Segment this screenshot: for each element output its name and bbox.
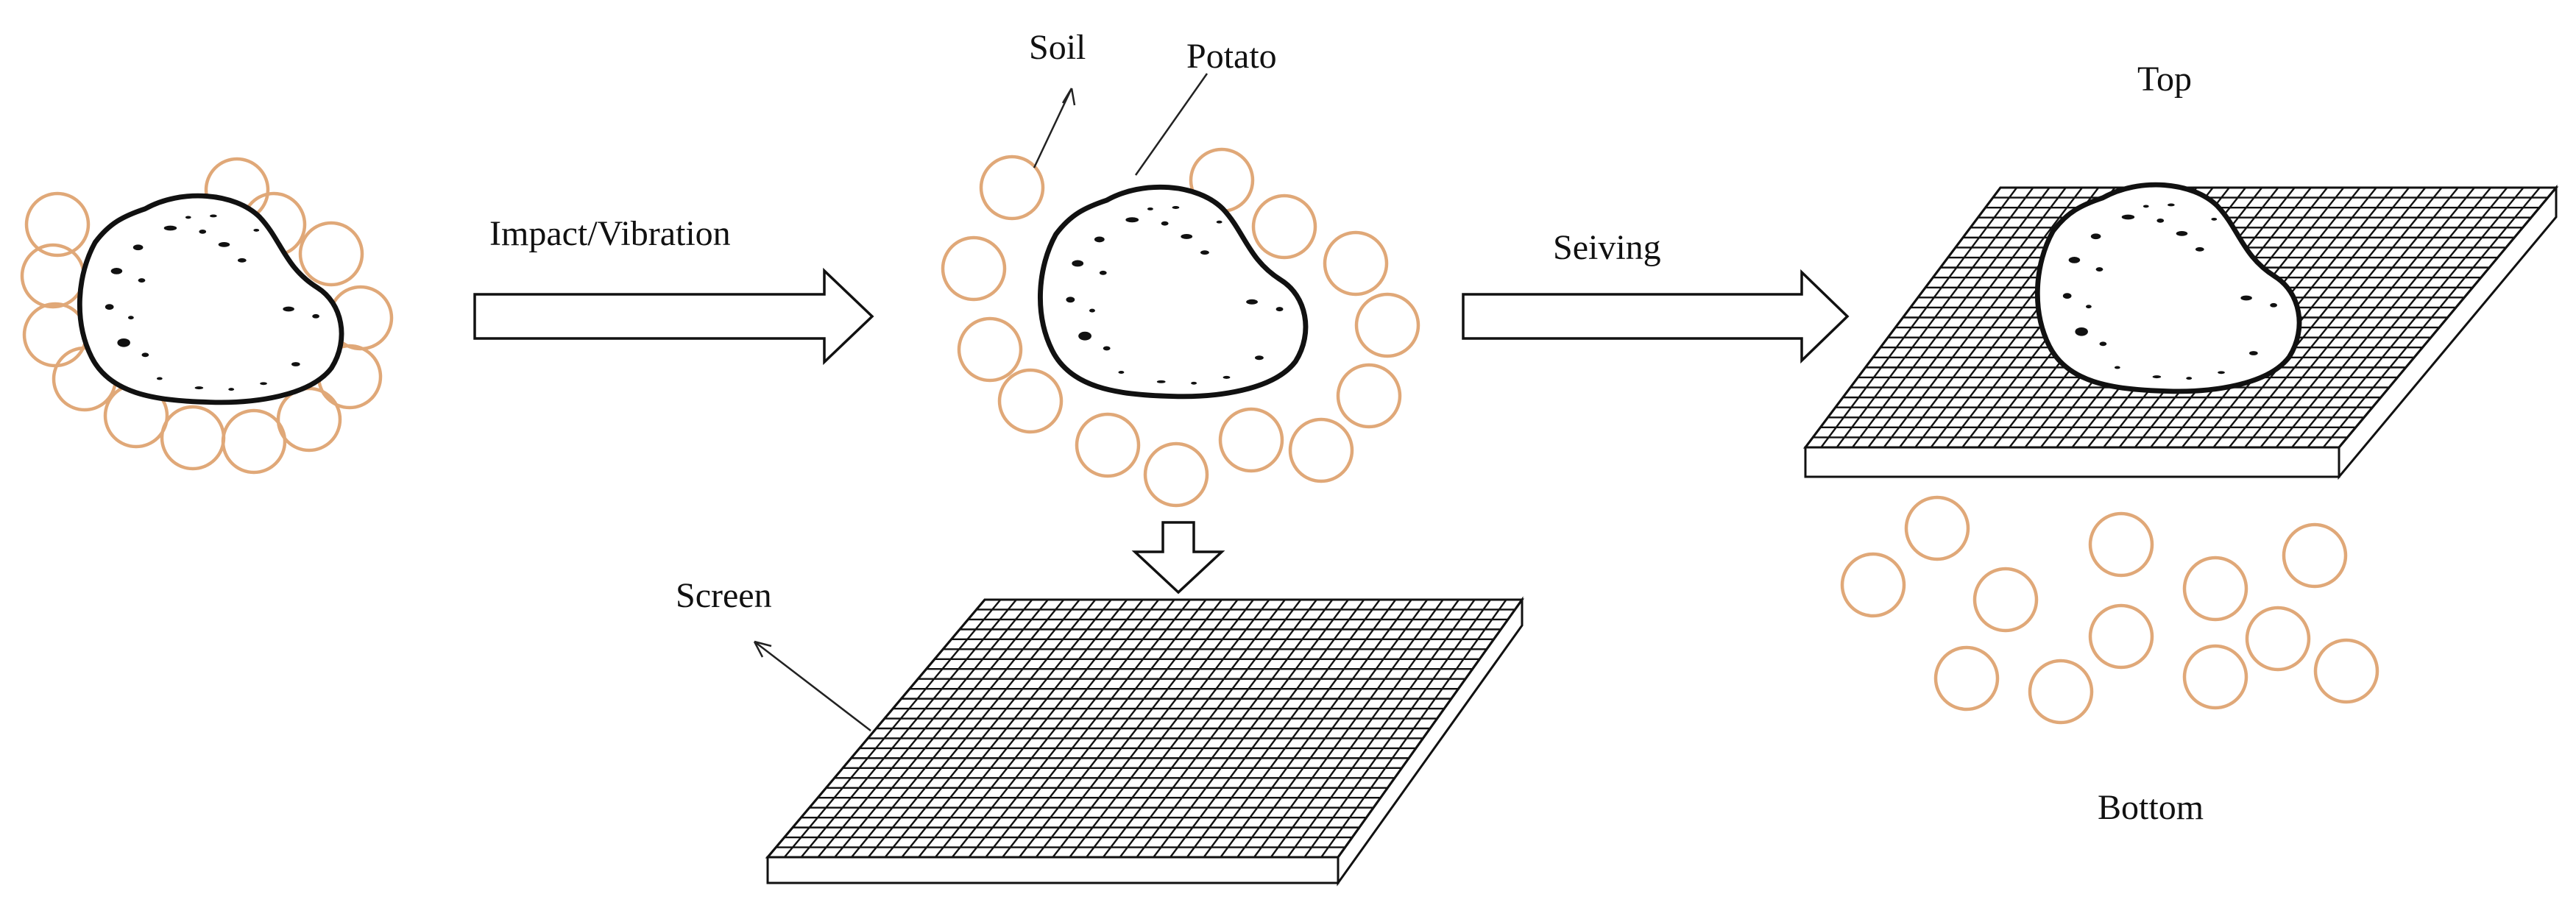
potato-label: Potato bbox=[1186, 37, 1277, 76]
stage-2-potato bbox=[1040, 187, 1306, 397]
screen-callout bbox=[754, 642, 871, 731]
impact-arrow bbox=[475, 271, 872, 362]
down-arrow bbox=[1135, 522, 1222, 592]
stage-3-soil-clods bbox=[1842, 497, 2377, 723]
soil-callout bbox=[1034, 88, 1075, 168]
seiving-arrow bbox=[1463, 272, 1847, 361]
stage-1-potato bbox=[79, 196, 342, 402]
top-label: Top bbox=[2137, 60, 2192, 99]
potato-callout bbox=[1136, 74, 1207, 175]
soil-label: Soil bbox=[1029, 28, 1086, 67]
bottom-label: Bottom bbox=[2098, 788, 2204, 827]
seiving-label: Seiving bbox=[1553, 228, 1661, 267]
screen-mesh bbox=[768, 600, 1522, 883]
screen-label: Screen bbox=[676, 576, 772, 615]
impact-label: Impact/Vibration bbox=[489, 214, 731, 253]
